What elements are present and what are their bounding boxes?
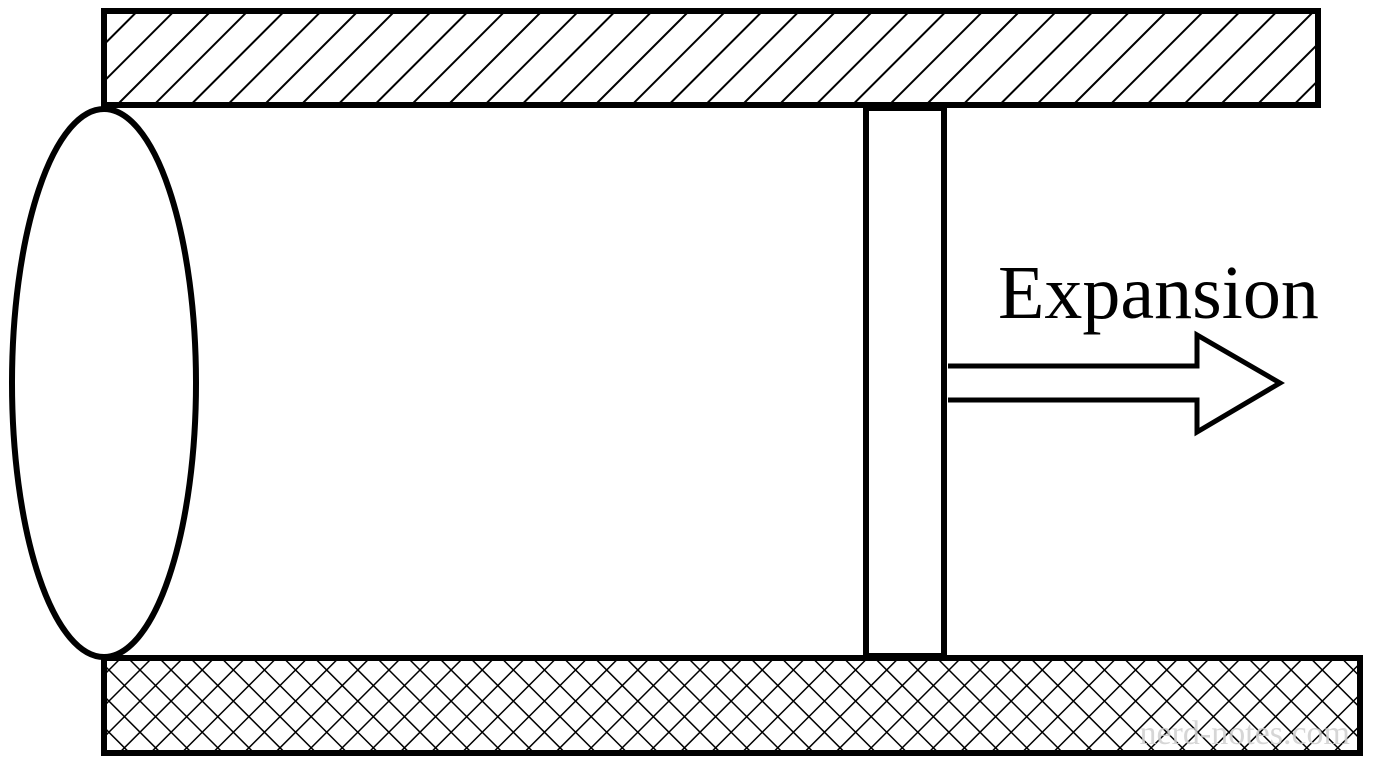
bottom-wall <box>101 655 1363 756</box>
expansion-arrow <box>948 330 1285 437</box>
expansion-label: Expansion <box>998 251 1319 335</box>
top-wall <box>101 8 1321 108</box>
cylinder-end-ellipse <box>9 106 199 660</box>
piston <box>863 105 947 659</box>
watermark-text: nerd-notes.com <box>1139 715 1350 752</box>
